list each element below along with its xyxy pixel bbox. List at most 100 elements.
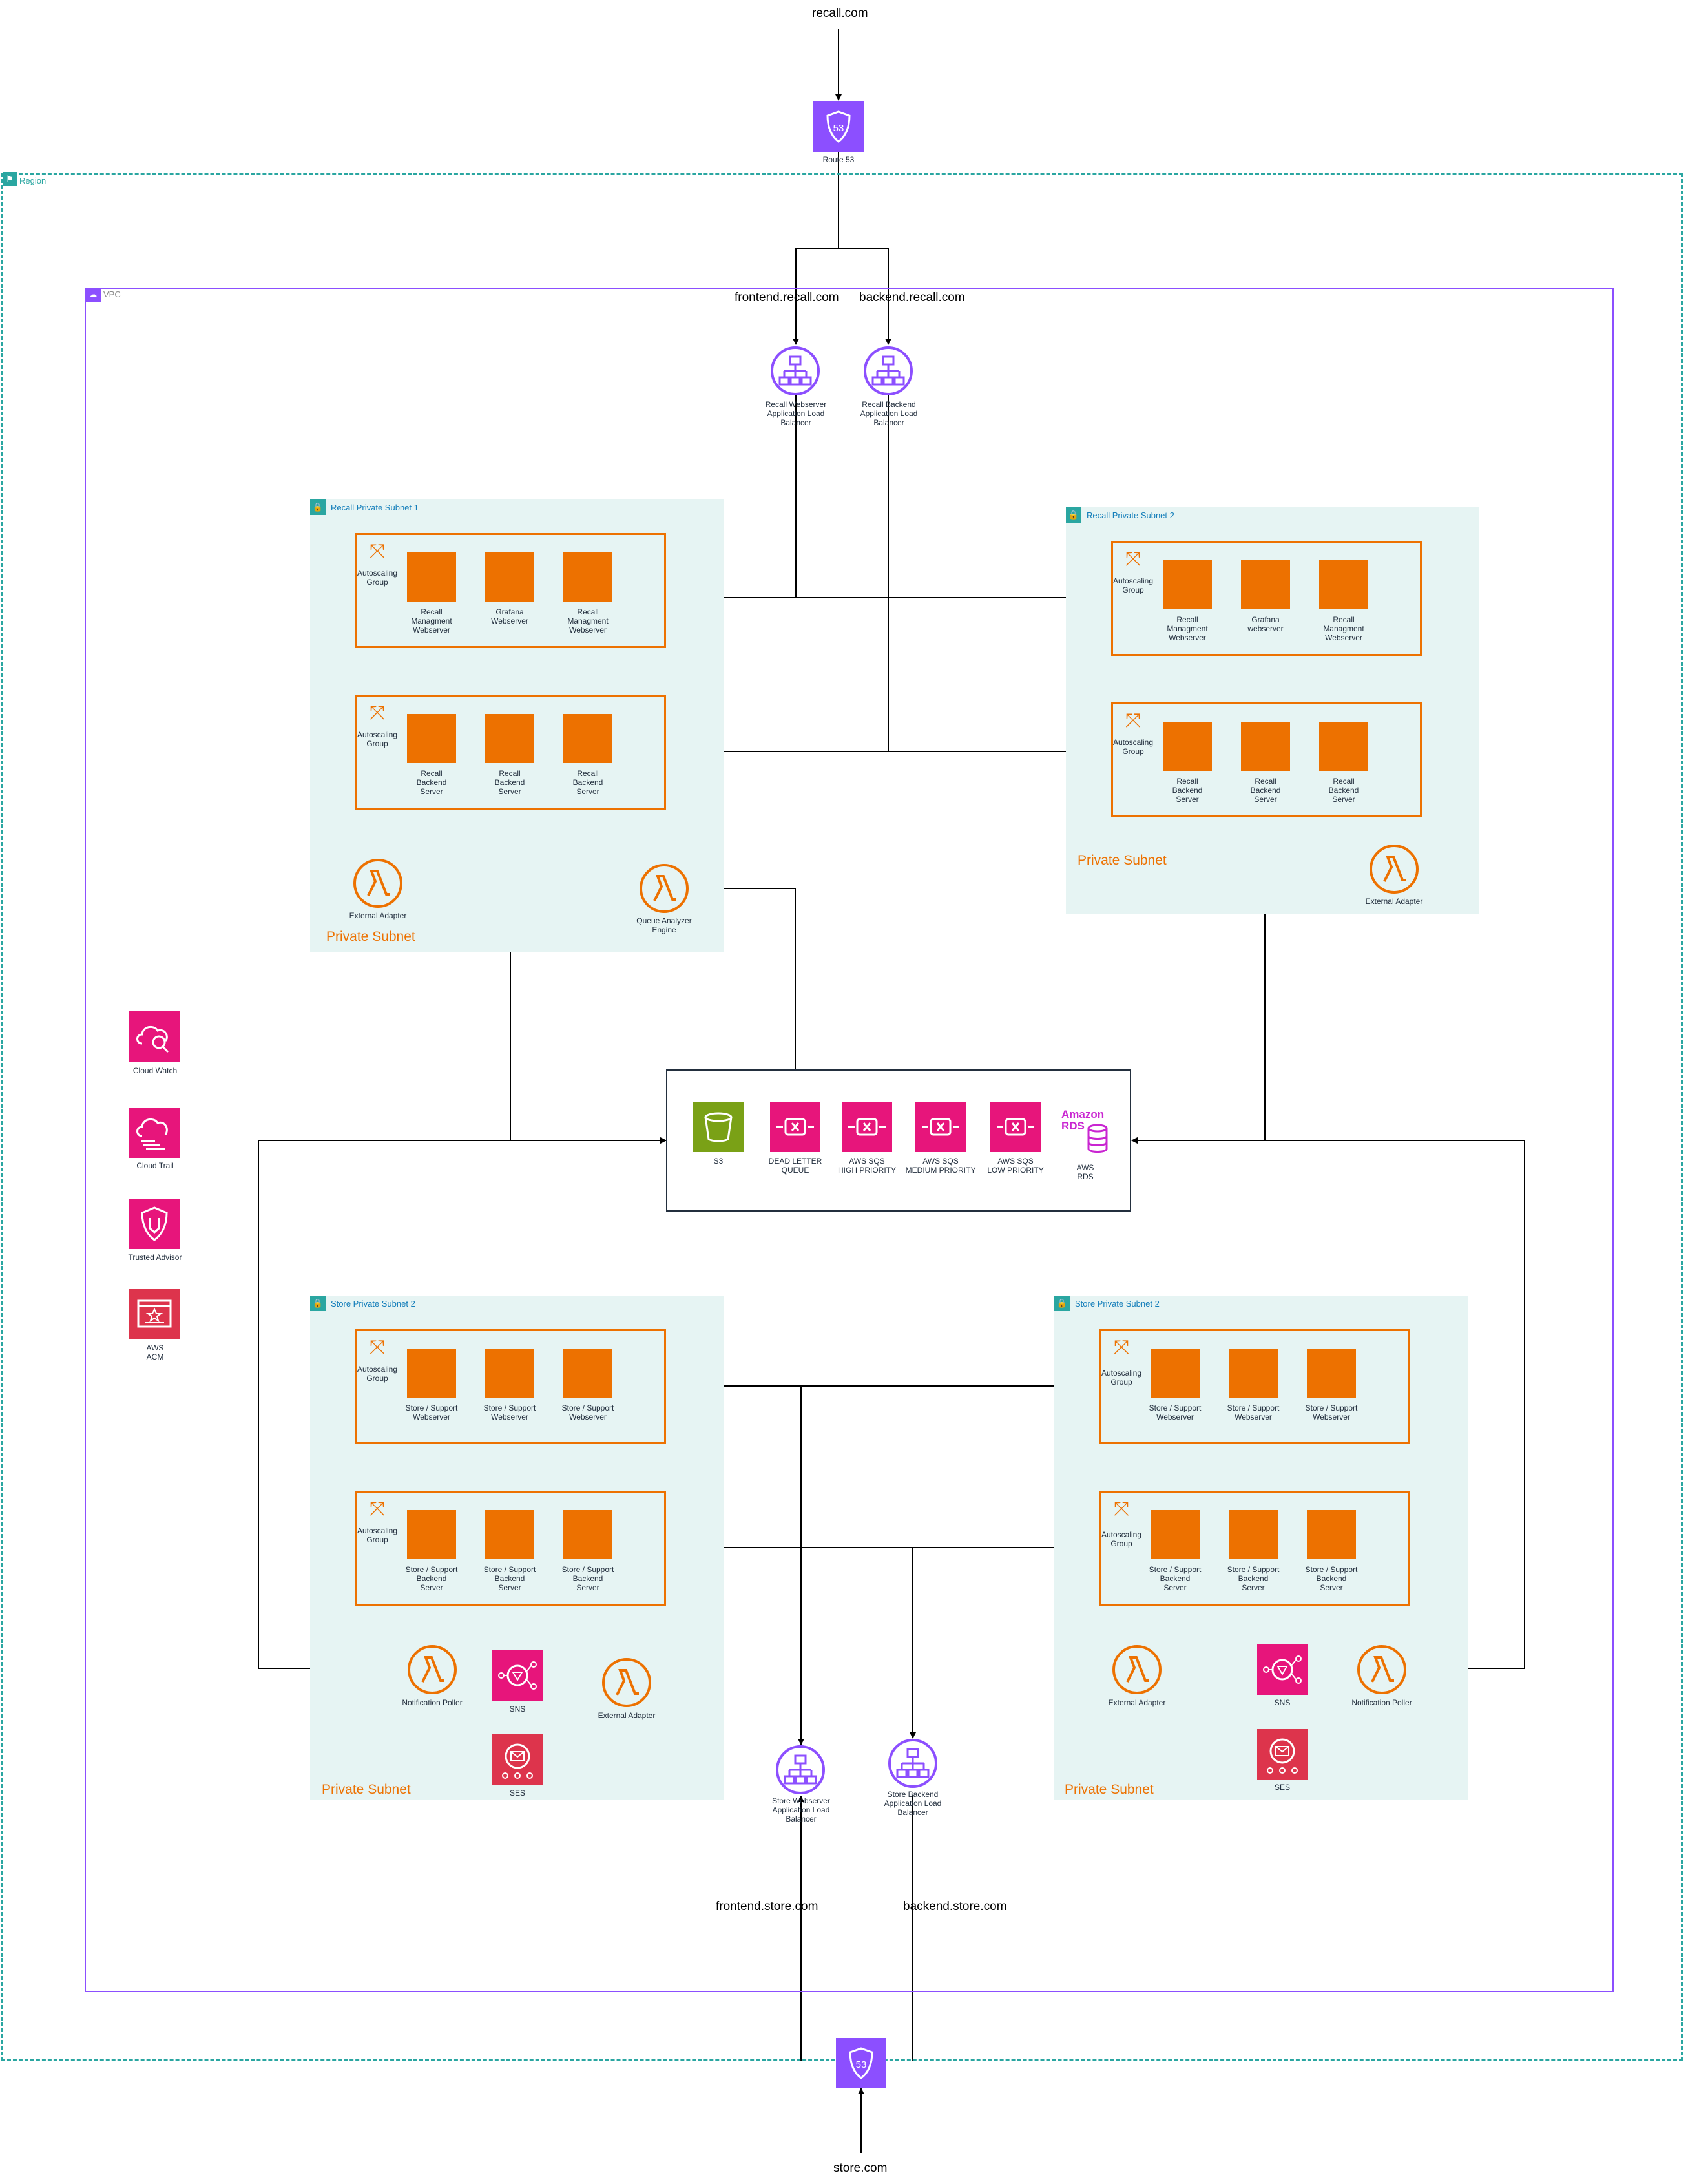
autoscaling-icon: ⤧ bbox=[370, 1337, 385, 1358]
acm-certificate-icon bbox=[129, 1289, 180, 1339]
sns-icon bbox=[492, 1650, 543, 1701]
sns-label: SNS bbox=[1274, 1698, 1291, 1707]
recall-2-web-asg bbox=[1111, 541, 1422, 656]
data-services-box bbox=[666, 1069, 1131, 1212]
external-adapter-label: External Adapter bbox=[1108, 1698, 1166, 1707]
autoscaling-icon: ⤧ bbox=[370, 541, 385, 562]
sqs-queue-icon bbox=[990, 1102, 1041, 1152]
ec2-instance-icon bbox=[1229, 1349, 1278, 1398]
external-adapter-label: External Adapter bbox=[598, 1711, 656, 1720]
notification-poller-label: Notification Poller bbox=[1351, 1698, 1412, 1707]
sqs-queue-icon bbox=[770, 1102, 820, 1152]
autoscaling-icon: ⤧ bbox=[1125, 710, 1141, 731]
autoscaling-icon: ⤧ bbox=[1125, 549, 1141, 570]
trusted-advisor-label: Trusted Advisor bbox=[128, 1253, 182, 1262]
ec2-instance-icon bbox=[485, 552, 534, 602]
ec2-instance-icon bbox=[485, 1510, 534, 1559]
subnet-lock-icon: 🔒 bbox=[310, 1296, 326, 1311]
s3-label: S3 bbox=[713, 1157, 724, 1166]
ec2-instance-icon bbox=[1319, 560, 1368, 609]
ec2-instance-icon bbox=[1307, 1510, 1356, 1559]
ec2-instance-icon bbox=[407, 1510, 456, 1559]
ec2-instance-icon bbox=[1151, 1510, 1200, 1559]
ec2-instance-icon bbox=[1241, 722, 1290, 771]
lambda-icon bbox=[1357, 1644, 1407, 1695]
ec2-instance-icon bbox=[407, 552, 456, 602]
vpc-icon: ☁ bbox=[85, 288, 101, 302]
ec2-instance-icon bbox=[407, 714, 456, 763]
ec2-instance-icon bbox=[1163, 722, 1212, 771]
route53-top-icon: 53 bbox=[813, 101, 864, 152]
recall-domain: recall.com bbox=[812, 6, 868, 20]
lambda-icon bbox=[1369, 844, 1419, 894]
subnet-lock-icon: 🔒 bbox=[310, 499, 326, 515]
store-domain: store.com bbox=[833, 2161, 888, 2175]
store-subnet-left-title: Store Private Subnet 2 bbox=[331, 1299, 415, 1308]
subnet-lock-icon: 🔒 bbox=[1066, 507, 1081, 523]
store-right-web-asg bbox=[1099, 1329, 1410, 1444]
store-right-backend-asg bbox=[1099, 1491, 1410, 1606]
ec2-instance-icon bbox=[563, 714, 612, 763]
region-label: Region bbox=[19, 176, 47, 185]
recall-subnet-2-footer: Private Subnet bbox=[1078, 853, 1167, 868]
vpc-boundary bbox=[85, 288, 1614, 1992]
recall-backend-alb-icon bbox=[863, 346, 913, 396]
cloudtrail-icon bbox=[129, 1108, 180, 1158]
sqs-queue-icon bbox=[915, 1102, 966, 1152]
backend-store-domain: backend.store.com bbox=[903, 1900, 1007, 1913]
lambda-icon bbox=[639, 863, 689, 914]
frontend-recall-domain: frontend.recall.com bbox=[735, 291, 839, 304]
ec2-instance-icon bbox=[1241, 560, 1290, 609]
store-backend-alb-icon bbox=[888, 1738, 938, 1789]
recall-subnet-2-title: Recall Private Subnet 2 bbox=[1087, 510, 1174, 520]
external-adapter-label: External Adapter bbox=[1365, 897, 1423, 906]
autoscaling-icon: ⤧ bbox=[370, 1498, 385, 1520]
region-flag-icon: ⚑ bbox=[3, 172, 17, 186]
sqs-queue-icon bbox=[842, 1102, 892, 1152]
vpc-label: VPC bbox=[103, 289, 121, 299]
route53-bottom-icon: 53 bbox=[836, 2038, 886, 2088]
rds-icon: Amazon RDS bbox=[1060, 1106, 1112, 1160]
ec2-instance-icon bbox=[485, 1349, 534, 1398]
lambda-icon bbox=[353, 858, 403, 908]
ec2-instance-icon bbox=[407, 1349, 456, 1398]
ec2-instance-icon bbox=[485, 714, 534, 763]
ses-icon bbox=[1257, 1729, 1308, 1780]
ses-label: SES bbox=[1274, 1783, 1290, 1792]
ec2-instance-icon bbox=[563, 1349, 612, 1398]
notification-poller-label: Notification Poller bbox=[402, 1698, 463, 1707]
trusted-advisor-icon bbox=[129, 1199, 180, 1249]
route53-top-label: Route 53 bbox=[822, 155, 855, 164]
autoscaling-icon: ⤧ bbox=[370, 702, 385, 724]
s3-bucket-icon bbox=[693, 1102, 744, 1152]
ses-label: SES bbox=[509, 1789, 525, 1798]
sns-label: SNS bbox=[509, 1705, 526, 1714]
ec2-instance-icon bbox=[1319, 722, 1368, 771]
recall-subnet-1-footer: Private Subnet bbox=[326, 929, 415, 944]
ec2-instance-icon bbox=[1229, 1510, 1278, 1559]
recall-webserver-alb-icon bbox=[770, 346, 820, 396]
